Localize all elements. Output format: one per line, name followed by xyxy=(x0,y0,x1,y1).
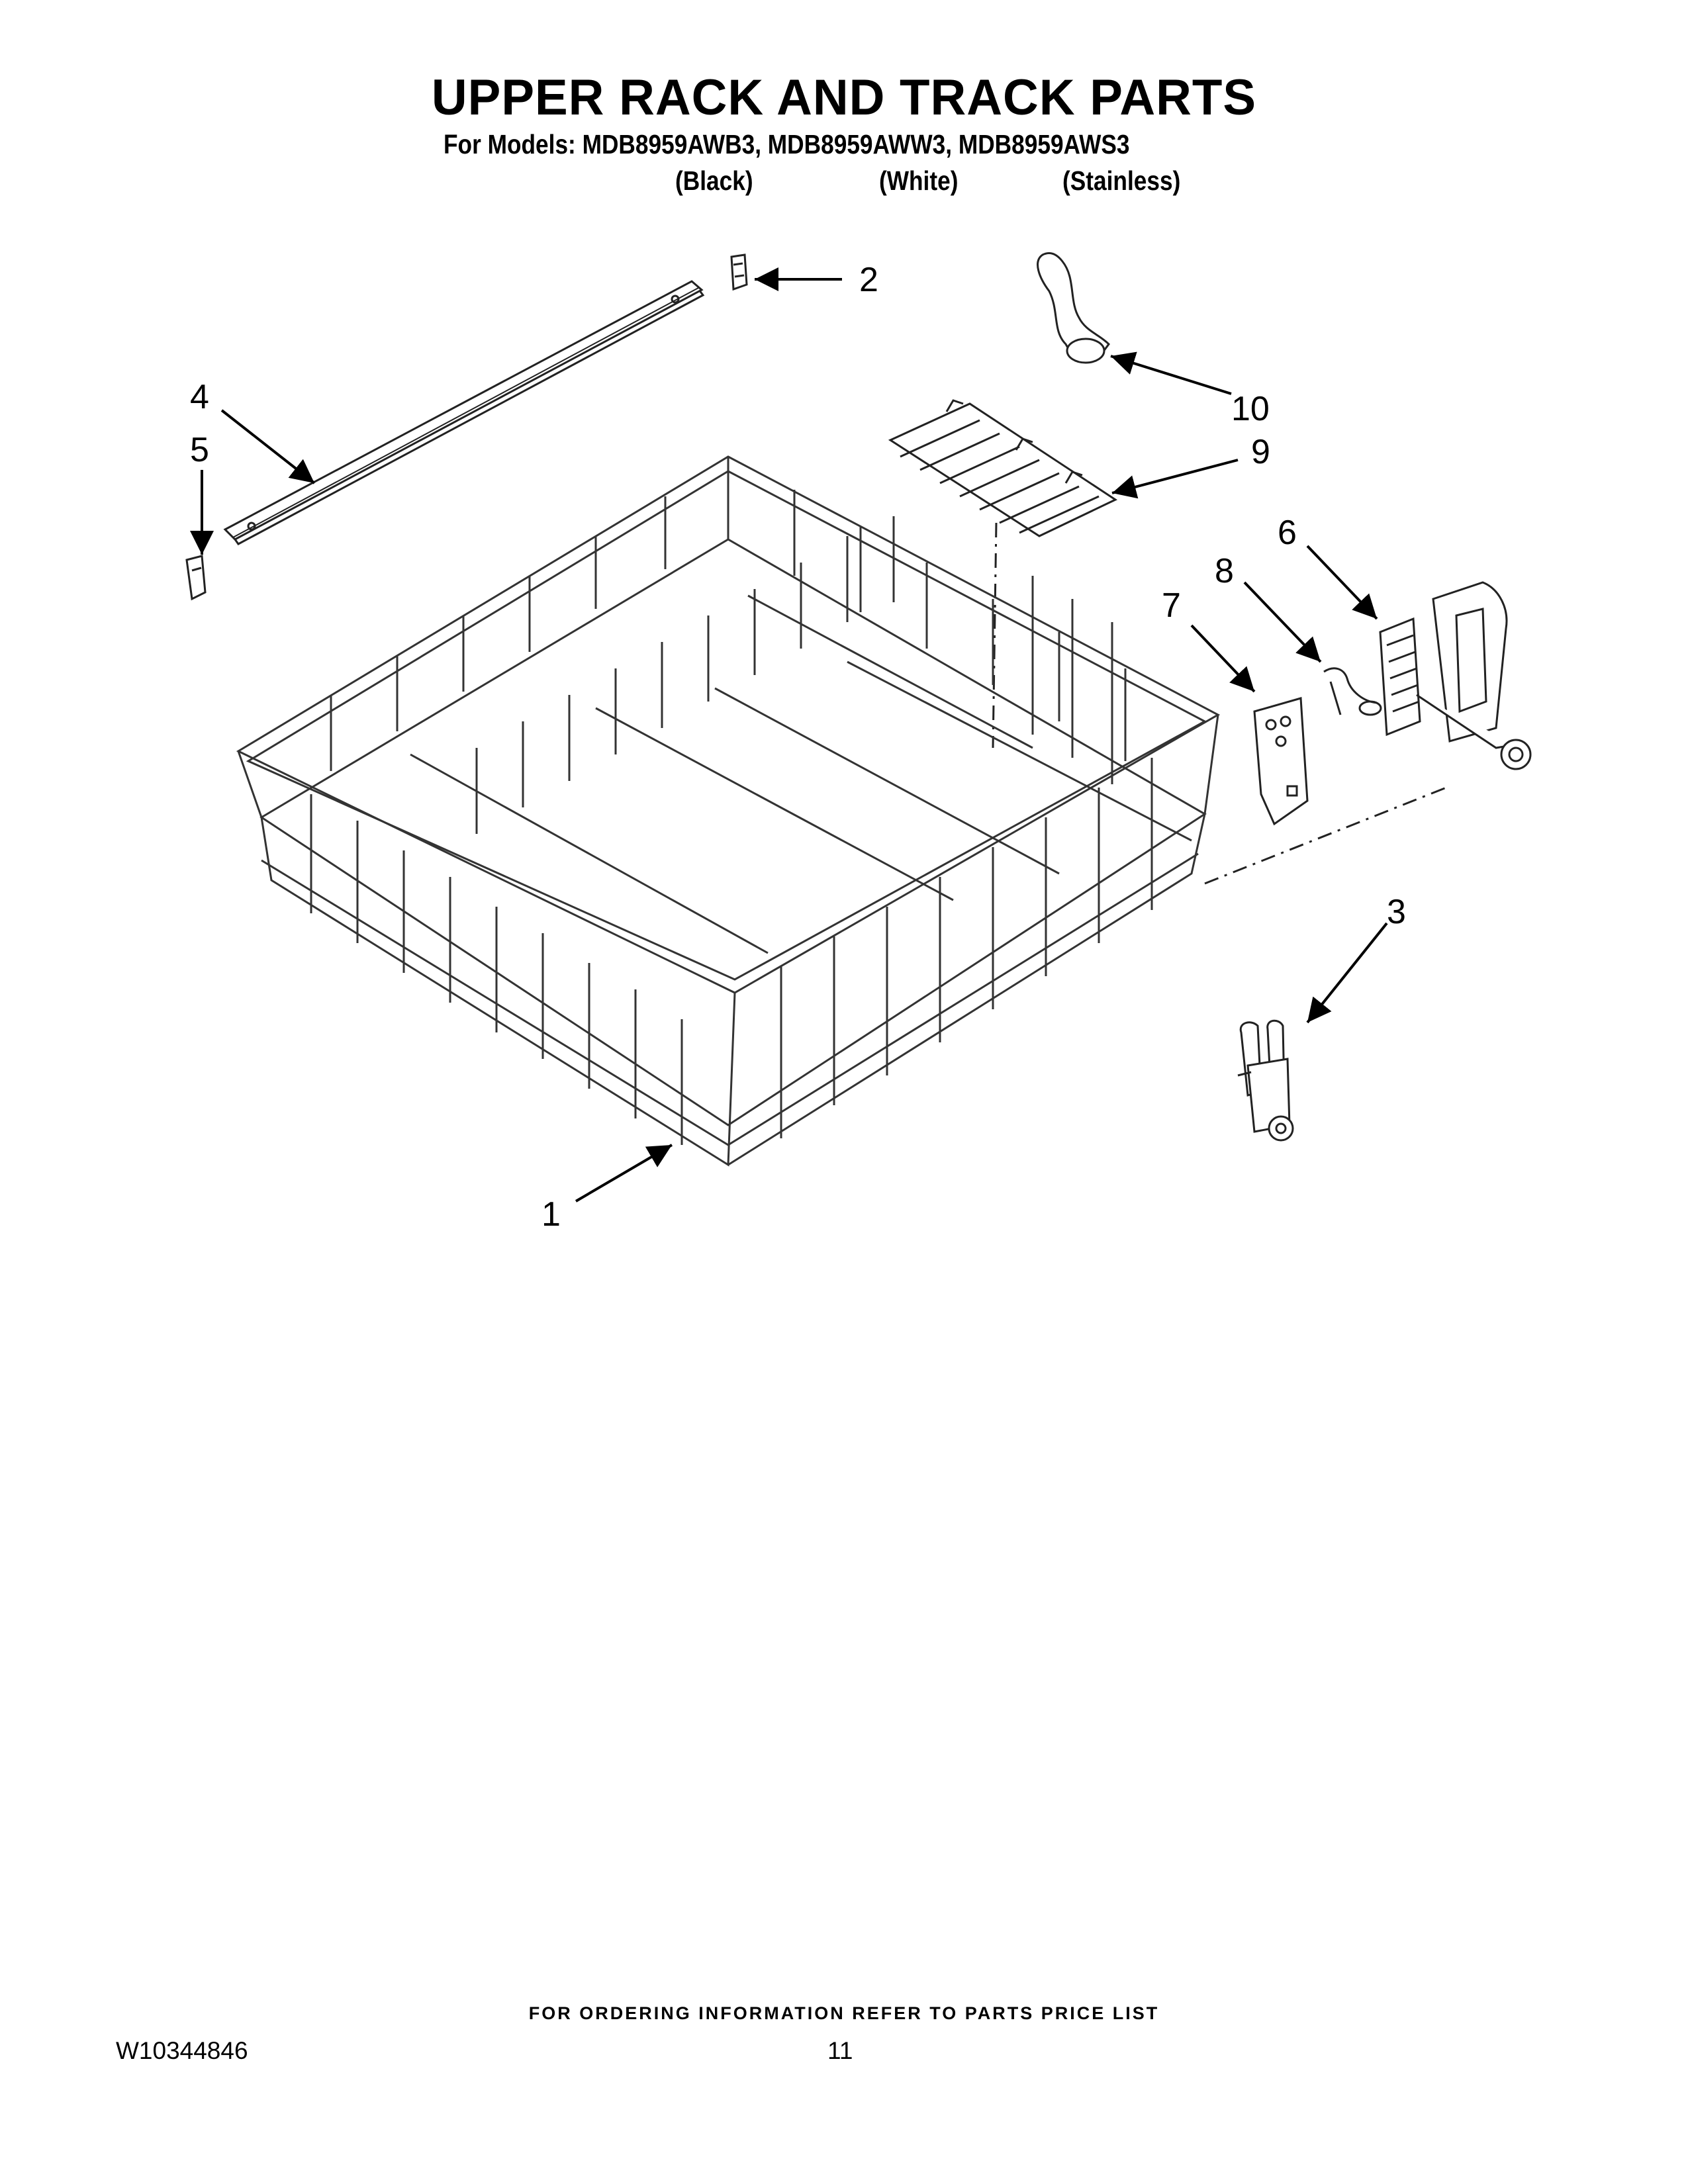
variant-black: (Black) xyxy=(675,165,753,196)
leader-line-track xyxy=(1204,786,1447,885)
tine-row-part xyxy=(888,399,1118,537)
track-rail-part xyxy=(223,280,705,545)
callout-1: 1 xyxy=(541,1195,561,1234)
rack-handle-part xyxy=(1037,252,1110,364)
track-stop-part xyxy=(185,555,207,601)
arrow-9 xyxy=(1111,459,1239,499)
adjuster-cover-part xyxy=(1253,697,1309,826)
arrow-8 xyxy=(1243,581,1322,663)
track-end-cap-part xyxy=(730,253,748,291)
arrow-10 xyxy=(1110,351,1232,395)
rack-adjuster-part xyxy=(1379,581,1532,770)
rack-roller-part xyxy=(1237,1019,1294,1142)
models-line: For Models: MDB8959AWB3, MDB8959AWW3, MD… xyxy=(444,129,1130,159)
arrow-6 xyxy=(1306,545,1378,620)
callout-9: 9 xyxy=(1251,433,1270,471)
callout-10: 10 xyxy=(1231,390,1270,428)
callout-5: 5 xyxy=(190,431,209,469)
callout-2: 2 xyxy=(859,261,878,299)
document-number: W10344846 xyxy=(116,2037,248,2064)
callout-4: 4 xyxy=(190,378,209,416)
upper-dishrack-part xyxy=(236,455,1221,1167)
variant-white: (White) xyxy=(879,165,959,196)
arrow-3 xyxy=(1306,922,1388,1024)
variant-stainless: (Stainless) xyxy=(1062,165,1181,196)
arrow-1 xyxy=(575,1144,673,1203)
callout-7: 7 xyxy=(1162,586,1181,625)
callout-8: 8 xyxy=(1215,552,1234,590)
page-number: 11 xyxy=(827,2037,853,2064)
page-title: UPPER RACK AND TRACK PARTS xyxy=(431,69,1257,126)
callout-6: 6 xyxy=(1278,514,1297,552)
arrow-4 xyxy=(220,409,316,484)
arrow-7 xyxy=(1190,624,1256,693)
leader-line-9 xyxy=(992,522,998,749)
callout-arrows xyxy=(190,267,1388,1203)
ordering-info: FOR ORDERING INFORMATION REFER TO PARTS … xyxy=(528,2003,1160,2023)
adjuster-spring-part xyxy=(1323,667,1382,716)
callout-3: 3 xyxy=(1387,893,1406,931)
